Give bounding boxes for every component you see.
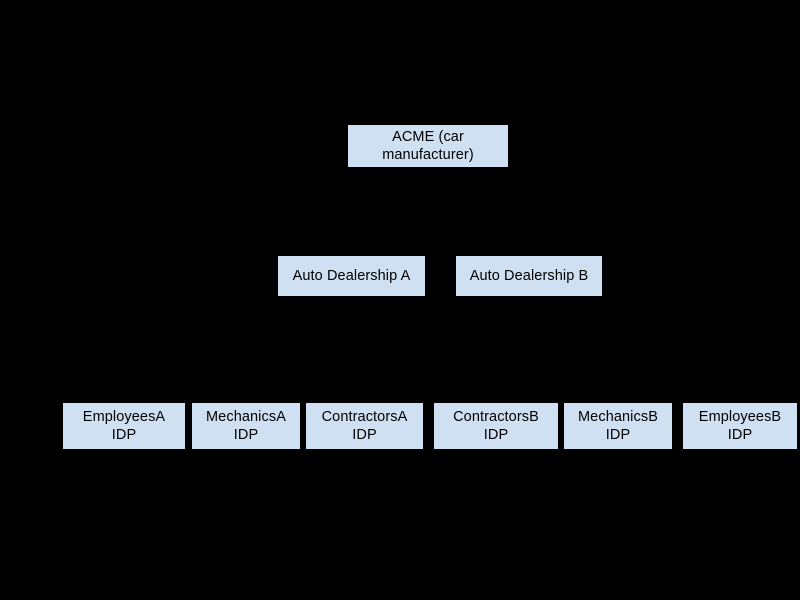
node-employeesa-idp[interactable]: EmployeesA IDP bbox=[63, 403, 185, 449]
connector-auto-dealership-a-to-mechanicsa-idp bbox=[246, 296, 248, 403]
node-mechanicsa-idp[interactable]: MechanicsA IDP bbox=[192, 403, 300, 449]
node-contractorsb-idp[interactable]: ContractorsB IDP bbox=[434, 403, 558, 449]
node-auto-dealership-b[interactable]: Auto Dealership B bbox=[456, 256, 602, 296]
node-acme-car-manufacturer[interactable]: ACME (car manufacturer) bbox=[348, 125, 508, 167]
connector-auto-dealership-b-to-contractorsb-idp bbox=[496, 296, 498, 403]
connector-auto-dealership-a-to-contractorsa-idp bbox=[364, 296, 366, 403]
connector-acme-car-manufacturer-to-auto-dealership-b bbox=[528, 167, 530, 256]
node-auto-dealership-a[interactable]: Auto Dealership A bbox=[278, 256, 425, 296]
connector-auto-dealership-a-to-employeesa-idp bbox=[124, 296, 126, 403]
connector-auto-dealership-b-to-employeesb-idp bbox=[740, 296, 742, 403]
connector-acme-car-manufacturer-to-auto-dealership-a bbox=[351, 167, 353, 256]
connector-auto-dealership-b-to-mechanicsb-idp bbox=[618, 296, 620, 403]
node-mechanicsb-idp[interactable]: MechanicsB IDP bbox=[564, 403, 672, 449]
node-contractorsa-idp[interactable]: ContractorsA IDP bbox=[306, 403, 423, 449]
node-employeesb-idp[interactable]: EmployeesB IDP bbox=[683, 403, 797, 449]
